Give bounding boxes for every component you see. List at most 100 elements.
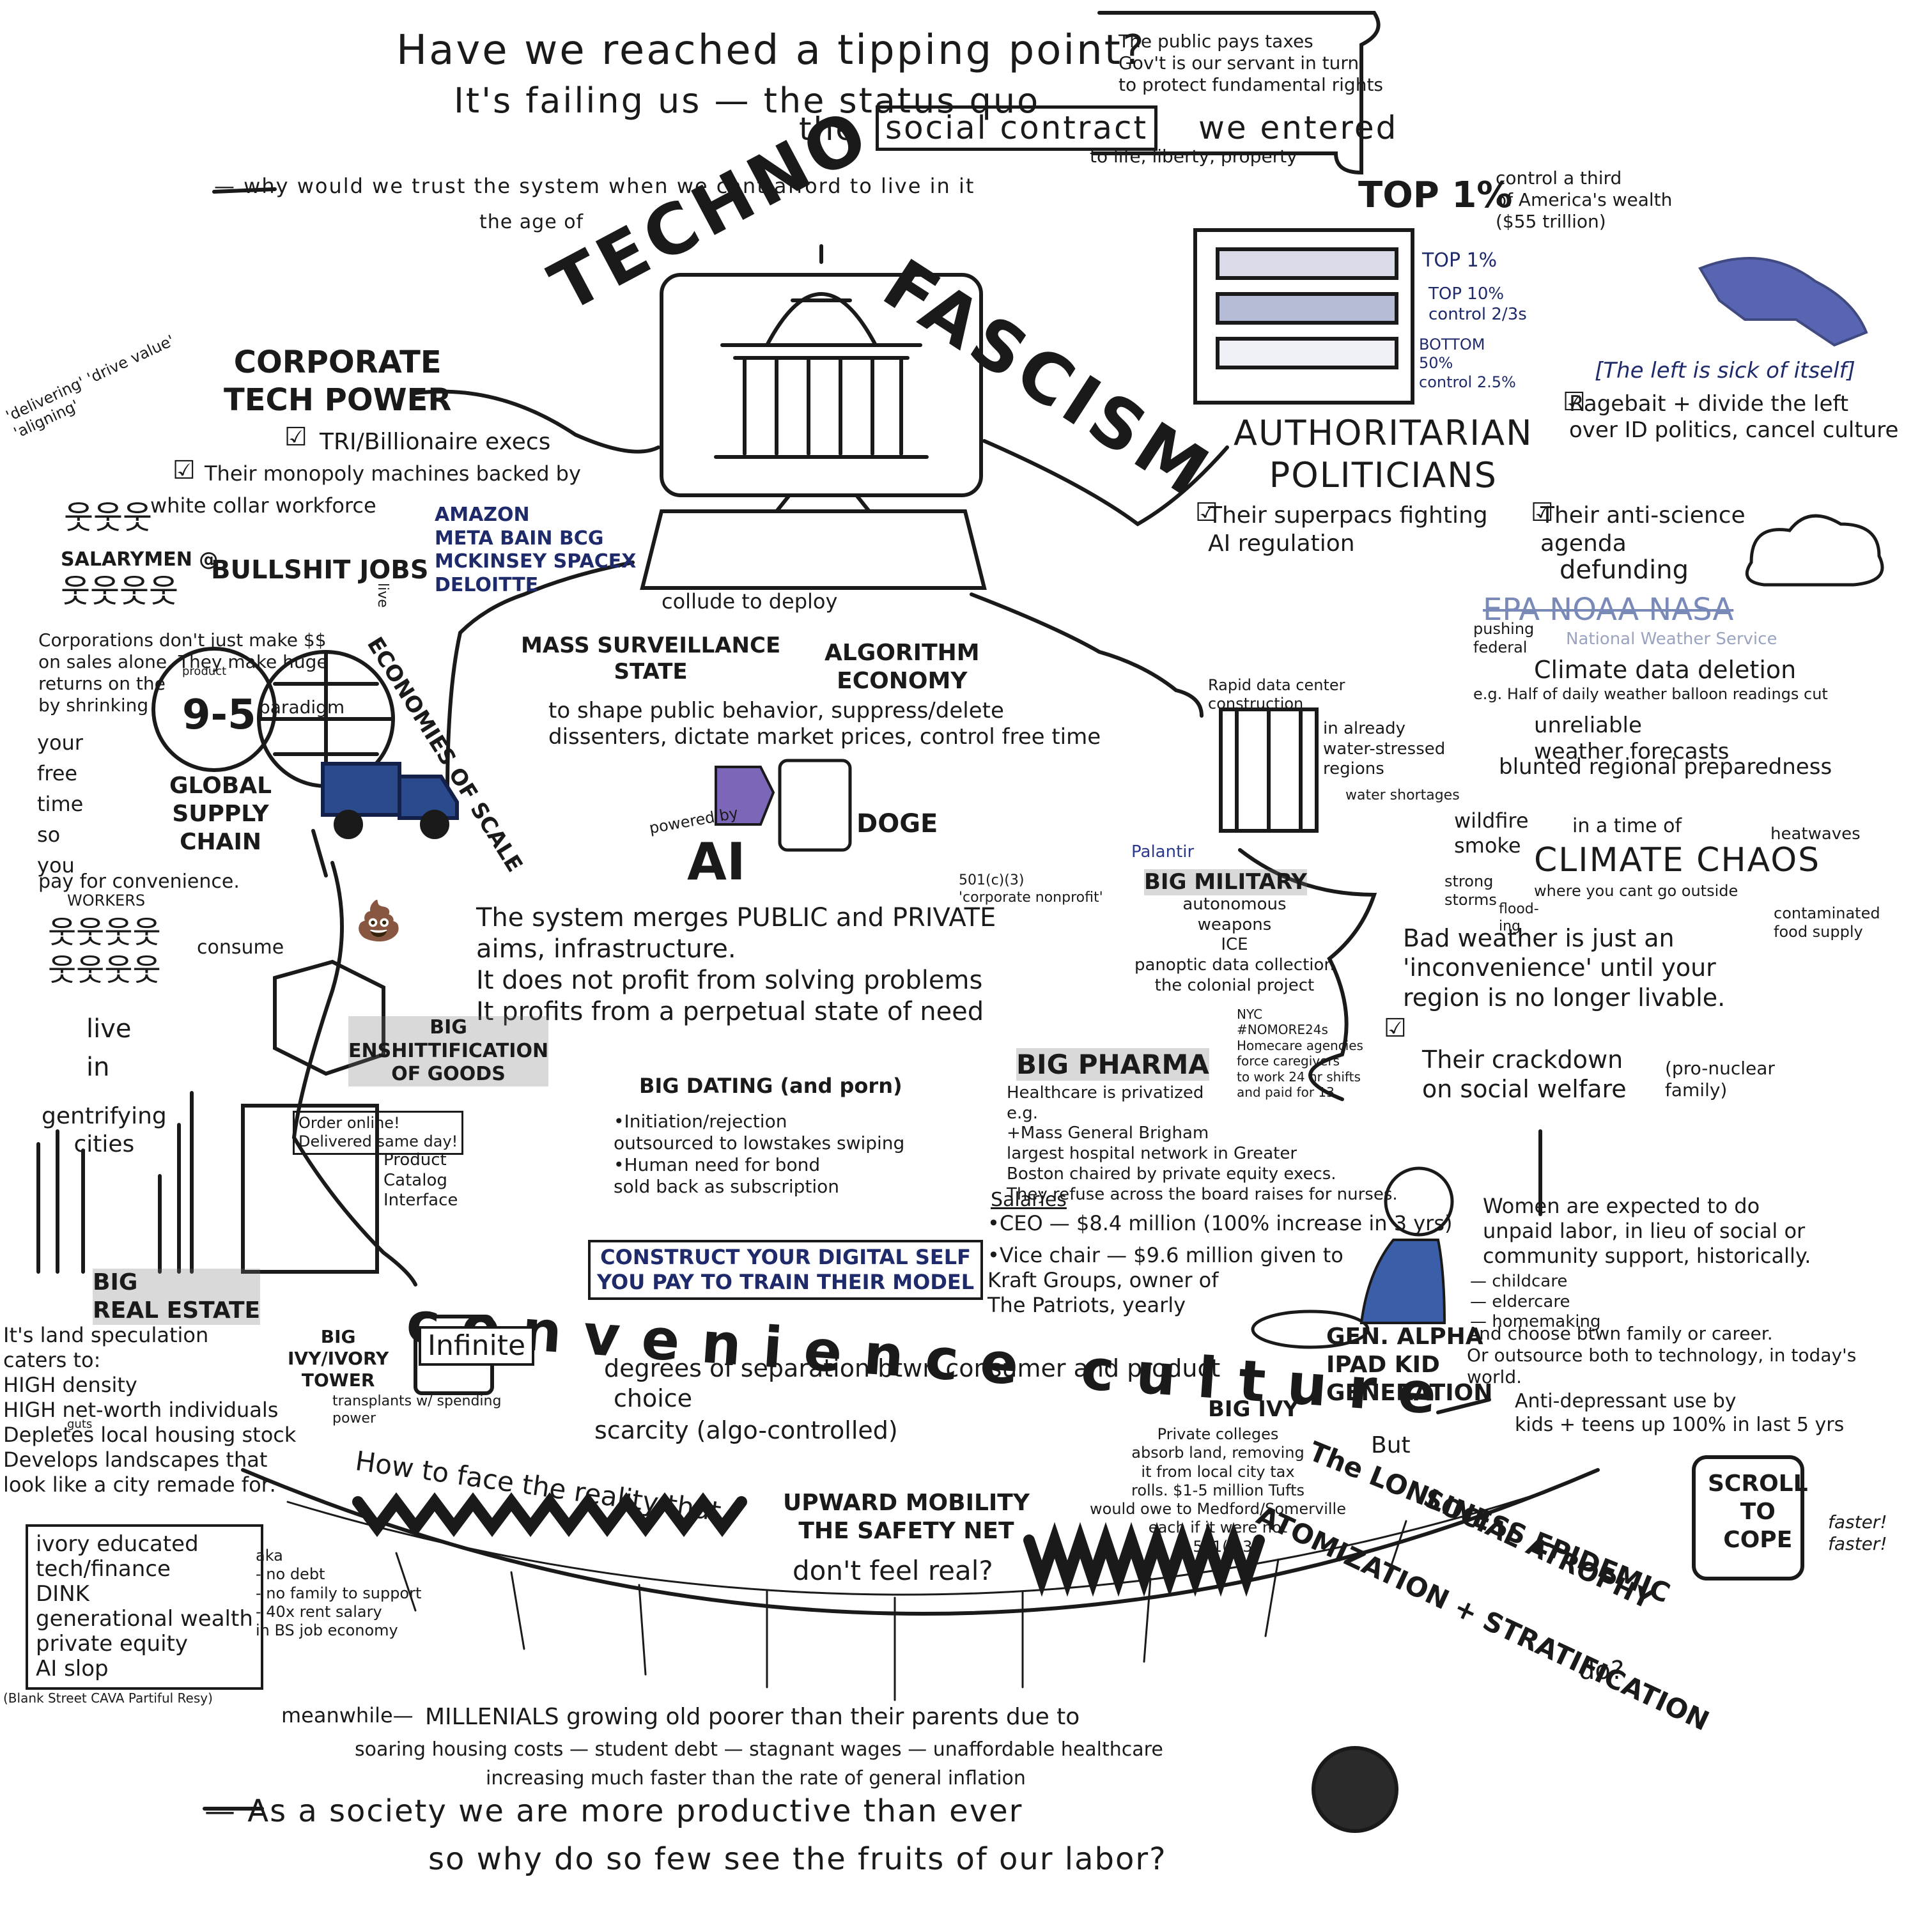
big-real-estate-title: BIG REAL ESTATE — [93, 1269, 261, 1325]
pharma-text: Healthcare is privatized e.g. +Mass Gene… — [1007, 1083, 1398, 1204]
checkbox-icon: ☑ — [173, 456, 196, 485]
choice-label: choice — [614, 1384, 693, 1412]
checkbox-icon: ☑ — [284, 422, 307, 452]
millenials-causes: soaring housing costs — student debt — s… — [355, 1738, 1163, 1761]
corporate-billionaires: TRI/Billionaire execs — [320, 429, 551, 455]
datacenter-regions: in already water-stressed regions — [1323, 719, 1446, 779]
palantir-label: Palantir — [1131, 842, 1195, 862]
age-of-label: the age of — [479, 211, 584, 233]
workers-figures-icon: 웃웃웃웃 웃웃웃웃 — [48, 915, 161, 988]
climate-sub: where you cant go outside — [1534, 882, 1738, 900]
guts-label: guts — [67, 1418, 93, 1431]
top1-title: TOP 1% — [1358, 174, 1513, 216]
main-question: Have we reached a tipping point? — [396, 27, 1146, 74]
big-ivy-title: BIG IVY — [1208, 1396, 1299, 1422]
conclusion-line1: — As a society we are more productive th… — [205, 1793, 1023, 1829]
datacenter-text: Rapid data center construction — [1208, 676, 1345, 713]
do-question: do? — [1579, 1656, 1625, 1685]
nyc-homecare: NYC #NOMORE24s Homecare agencies force c… — [1237, 1007, 1363, 1100]
nine-five-label: 9-5 — [182, 692, 256, 739]
social-contract-label: social contract — [876, 105, 1158, 151]
enshittification-title: BIG ENSHITTIFICATION OF GOODS — [348, 1016, 549, 1086]
paradigm-label: paradigm — [259, 697, 345, 718]
big-dating-title: BIG DATING (and porn) — [639, 1074, 902, 1098]
women-choose: And choose btwn family or career. Or out… — [1467, 1323, 1857, 1388]
salaries-label: Salaries — [991, 1189, 1067, 1211]
subtitle-question: — why would we trust the system when we … — [214, 174, 975, 198]
faster-label: faster! faster! — [1828, 1511, 1887, 1555]
inflation-note: increasing much faster than the rate of … — [486, 1767, 1026, 1789]
women-list: — childcare — eldercare — homemaking — [1470, 1272, 1601, 1332]
doge-label: DOGE — [856, 809, 938, 838]
big-military-title: BIG MILITARY — [1144, 869, 1307, 896]
authoritarian-title: AUTHORITARIAN POLITICIANS — [1234, 413, 1533, 495]
checkbox-icon: ☑ — [1531, 498, 1554, 527]
authoritarian-antiscience: Their anti-science agenda — [1540, 502, 1746, 557]
poop-emoji-icon: 💩 — [355, 899, 403, 943]
corporate-monopoly: Their monopoly machines backed by — [205, 461, 581, 486]
tech-firms: AMAZON META BAIN BCG MCKINSEY SPACEX DEL… — [435, 504, 637, 596]
workers-label: WORKERS — [67, 892, 146, 909]
blunted-preparedness: blunted regional preparedness — [1499, 754, 1832, 780]
women-text: Women are expected to do unpaid labor, i… — [1483, 1194, 1811, 1269]
free-time-label: your free time so you — [37, 730, 84, 877]
big-ivy-text: Private colleges absorb land, removing i… — [1090, 1425, 1346, 1556]
defunding-label: defunding — [1560, 555, 1689, 585]
real-estate-text: It's land speculation caters to: HIGH de… — [3, 1323, 297, 1497]
social-contract-the: the — [799, 111, 858, 148]
corporate-title: CORPORATE TECH POWER — [224, 344, 452, 418]
military-items: autonomous weapons ICE panoptic data col… — [1134, 895, 1335, 995]
transplants-label: transplants w/ spending power — [332, 1393, 502, 1426]
stick-figures-icon: 웃웃웃웃 — [61, 573, 178, 610]
heatwaves-label: heatwaves — [1770, 824, 1861, 844]
wildfire-label: wildfire smoke — [1454, 808, 1529, 858]
consume-label: consume — [197, 936, 284, 959]
vice-chair-salary: •Vice chair — $9.6 million given to Kraf… — [987, 1243, 1343, 1318]
checkbox-icon: ☑ — [1195, 498, 1218, 527]
millenials-text: MILLENIALS growing old poorer than their… — [425, 1704, 1080, 1730]
checkbox-icon: ☑ — [1384, 1014, 1407, 1043]
salarymen-label: SALARYMEN @ — [61, 548, 219, 571]
digital-self-box: CONSTRUCT YOUR DIGITAL SELF YOU PAY TO T… — [588, 1240, 984, 1301]
dont-feel-real: don't feel real? — [793, 1555, 993, 1586]
ai-label: AI — [687, 832, 746, 892]
infinite-label: Infinite — [419, 1326, 535, 1366]
bad-weather-text: Bad weather is just an 'inconvenience' u… — [1403, 924, 1726, 1012]
live-in-label: live in — [86, 1014, 132, 1082]
real-estate-aka: aka - no debt - no family to support - 4… — [256, 1547, 422, 1640]
checkbox-icon: ☑ — [1563, 387, 1586, 417]
conclusion-line2: so why do so few see the fruits of our l… — [428, 1841, 1167, 1877]
wealth-bar-top1-label: TOP 1% — [1422, 249, 1498, 272]
big-ivy-tower-title: BIG IVY/IVORY TOWER — [288, 1326, 389, 1391]
welfare-crackdown: Their crackdown on social welfare — [1422, 1046, 1627, 1104]
brands-label: (Blank Street CAVA Partiful Resy) — [3, 1690, 213, 1706]
corporations-text: Corporations don't just make $$ on sales… — [38, 630, 328, 716]
bullshit-jobs-label: BULLSHIT JOBS — [211, 555, 429, 585]
ceo-salary: •CEO — $8.4 million (100% increase in 3 … — [987, 1211, 1453, 1235]
stick-figures-icon: 웃웃웃 — [64, 499, 152, 536]
defunded-agencies: EPA NOAA NASA — [1483, 592, 1734, 628]
left-caption: [The left is sick of itself] — [1595, 358, 1855, 383]
unreliable-forecasts: unreliable weather forecasts — [1534, 713, 1730, 765]
gentrifying-cities: gentrifying cities — [42, 1103, 167, 1157]
balloon-readings: e.g. Half of daily weather balloon readi… — [1473, 685, 1828, 703]
storms-label: strong storms — [1444, 872, 1497, 909]
surveillance-purpose: to shape public behavior, suppress/delet… — [548, 698, 1101, 750]
big-dating-items: •Initiation/rejection outsourced to lows… — [614, 1111, 905, 1198]
pro-nuclear-label: (pro-nuclear family) — [1665, 1058, 1775, 1101]
algorithm-economy-title: ALGORITHM ECONOMY — [825, 640, 980, 694]
wealth-bar-top10-label: TOP 10% control 2/3s — [1428, 284, 1527, 324]
order-online-label: Order online! Delivered same day! — [293, 1111, 464, 1155]
system-merges-text: The system merges PUBLIC and PRIVATE aim… — [476, 903, 996, 964]
top1-text: control a third of America's wealth ($55… — [1496, 167, 1673, 233]
real-estate-list: ivory educated tech/finance DINK generat… — [26, 1524, 263, 1690]
upward-mobility-label: UPWARD MOBILITY THE SAFETY NET — [783, 1490, 1030, 1544]
system-profits-text: It does not profit from solving problems… — [476, 966, 984, 1026]
water-shortages-label: water shortages — [1345, 787, 1460, 803]
left-ragebait: Ragebait + divide the left over ID polit… — [1569, 391, 1899, 444]
corporate-workforce: white collar workforce — [150, 493, 376, 518]
climate-intro: in a time of — [1572, 815, 1682, 837]
contract-scroll-text: The public pays taxes Gov't is our serva… — [1119, 31, 1384, 96]
but-label: But — [1371, 1432, 1411, 1458]
